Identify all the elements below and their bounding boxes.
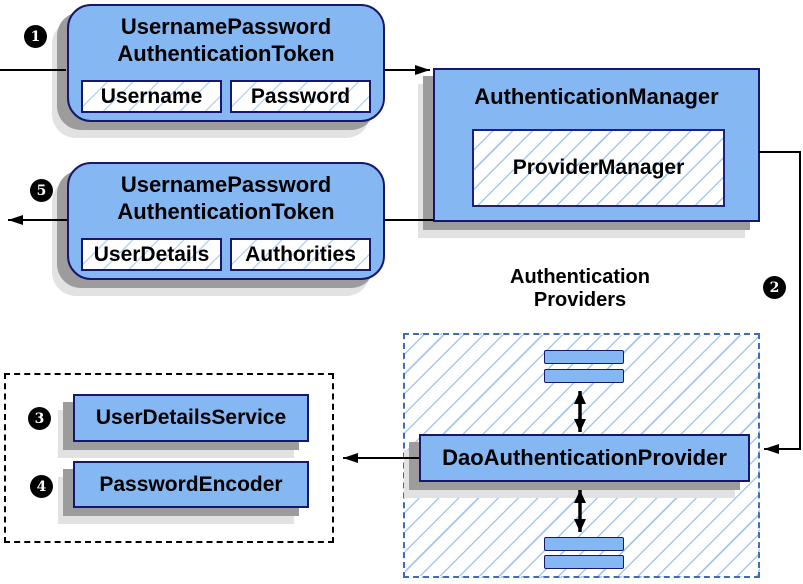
step-badge-1-number: 1	[30, 28, 41, 45]
provider-manager-box: ProviderManager	[472, 129, 725, 207]
token-request-title-line2: AuthenticationToken	[117, 41, 335, 66]
provider-placeholder-bar-bottom-1	[544, 537, 624, 551]
provider-placeholder-bar-bottom-2	[544, 555, 624, 569]
token-response-fields: UserDetails Authorities	[81, 238, 371, 271]
step-badge-5-number: 5	[36, 182, 47, 199]
token-response-title: UsernamePassword AuthenticationToken	[69, 164, 383, 225]
authorities-field: Authorities	[230, 238, 371, 271]
password-field: Password	[230, 80, 371, 113]
username-password-token-request-node: UsernamePassword AuthenticationToken Use…	[67, 4, 385, 122]
token-response-title-line2: AuthenticationToken	[117, 199, 335, 224]
services-container	[4, 373, 334, 543]
user-details-field: UserDetails	[81, 238, 222, 271]
manager-to-provider-arrow	[759, 151, 801, 454]
provider-placeholder-bar-top-1	[544, 350, 624, 364]
providers-header-line1: Authentication	[510, 266, 650, 288]
step-badge-3-number: 3	[34, 410, 45, 427]
provider-placeholder-bar-top-2	[544, 369, 624, 383]
step-badge-1: 1	[24, 25, 47, 48]
dao-authentication-provider-node: DaoAuthenticationProvider	[419, 434, 750, 482]
step-badge-4-number: 4	[36, 478, 47, 495]
step-badge-5: 5	[30, 179, 53, 202]
step-badge-2-number: 2	[769, 279, 780, 296]
username-field: Username	[81, 80, 222, 113]
authentication-providers-header: Authentication Providers	[470, 266, 690, 312]
step-badge-4: 4	[30, 475, 53, 498]
authentication-manager-title: AuthenticationManager	[474, 84, 719, 109]
authentication-manager-node: AuthenticationManager ProviderManager	[433, 68, 760, 222]
providers-header-line2: Providers	[533, 289, 627, 311]
step-badge-2: 2	[763, 276, 786, 299]
token-request-title-line1: UsernamePassword	[120, 14, 332, 39]
username-password-token-response-node: UsernamePassword AuthenticationToken Use…	[67, 162, 385, 280]
step-badge-3: 3	[28, 407, 51, 430]
token-request-title: UsernamePassword AuthenticationToken	[69, 6, 383, 67]
token-request-fields: Username Password	[81, 80, 371, 113]
user-details-service-node: UserDetailsService	[73, 394, 309, 442]
token-response-title-line1: UsernamePassword	[120, 172, 332, 197]
password-encoder-node: PasswordEncoder	[73, 461, 309, 508]
